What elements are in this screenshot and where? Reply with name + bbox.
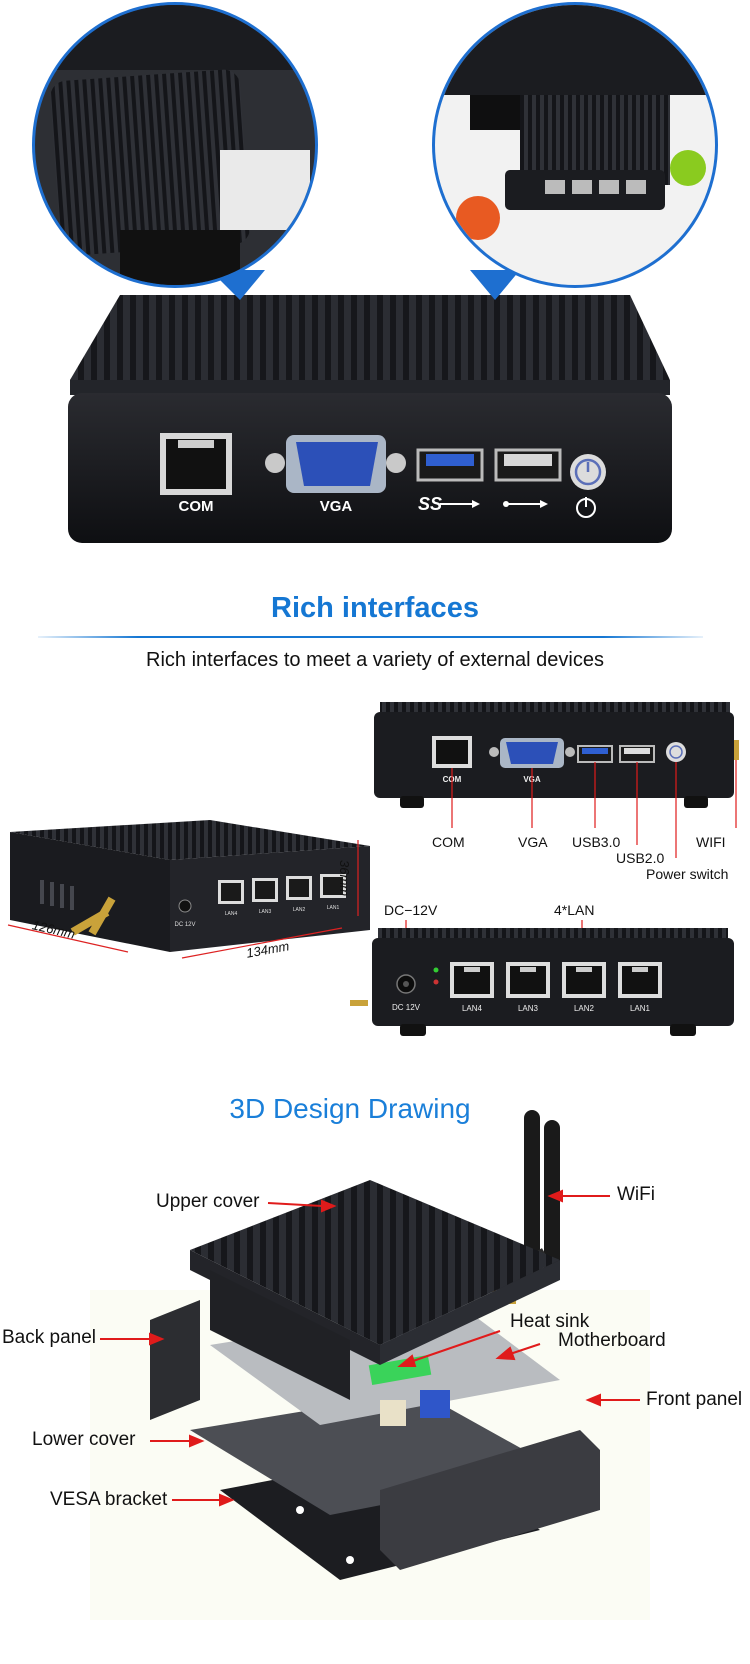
dimension-lines: [0, 800, 380, 980]
section-title-3d-design: 3D Design Drawing: [229, 1093, 471, 1124]
callout-usb3: USB3.0: [572, 834, 621, 850]
rear-lan2-label: LAN2: [574, 1004, 595, 1013]
rear-lan3-label: LAN3: [518, 1004, 539, 1013]
rear-dc-label: DC 12V: [392, 1003, 421, 1012]
title-divider: [38, 636, 703, 638]
callout-power-switch: Power switch: [646, 866, 729, 882]
svg-text:SS: SS: [418, 494, 442, 514]
callout-usb2: USB2.0: [616, 850, 665, 866]
callout-dc: DC−12V: [384, 902, 438, 918]
rear-view-image: DC 12V LAN4 LAN3 LAN2 LAN1: [350, 918, 740, 1048]
section-subtitle: Rich interfaces to meet a variety of ext…: [146, 649, 604, 671]
rear-lan4-label: LAN4: [462, 1004, 483, 1013]
iso-dc-label: DC 12V: [174, 922, 195, 928]
callout-wifi: WIFI: [696, 834, 726, 850]
iso-lan2-label: LAN2: [293, 907, 306, 913]
label-front-panel: Front panel: [646, 1389, 743, 1410]
section-title-rich-interfaces: Rich interfaces: [271, 592, 479, 624]
label-vesa-bracket: VESA bracket: [50, 1489, 168, 1510]
label-upper-cover: Upper cover: [156, 1191, 260, 1212]
callout-vga: VGA: [518, 834, 548, 850]
dimension-height: 36mm: [337, 860, 352, 897]
iso-lan4-label: LAN4: [225, 911, 238, 917]
label-heat-sink: Heat sink: [510, 1311, 590, 1332]
hero-vga-label: VGA: [320, 498, 353, 515]
hero-com-label: COM: [179, 498, 214, 515]
label-motherboard: Motherboard: [558, 1330, 666, 1351]
callout-4-lan: 4*LAN: [554, 902, 595, 918]
hero-product-image: SS COM VGA: [0, 0, 750, 560]
label-wifi: WiFi: [617, 1184, 655, 1205]
callout-com: COM: [432, 834, 465, 850]
label-back-panel: Back panel: [2, 1327, 97, 1348]
front-view-image: COM VGA: [370, 700, 750, 880]
iso-lan1-label: LAN1: [327, 905, 340, 911]
iso-lan3-label: LAN3: [259, 909, 272, 915]
exploded-view-image: [0, 1110, 750, 1664]
isometric-device-image: DC 12V LAN4 LAN3 LAN2 LAN1: [0, 820, 380, 970]
label-lower-cover: Lower cover: [32, 1429, 136, 1450]
rear-lan1-label: LAN1: [630, 1004, 651, 1013]
